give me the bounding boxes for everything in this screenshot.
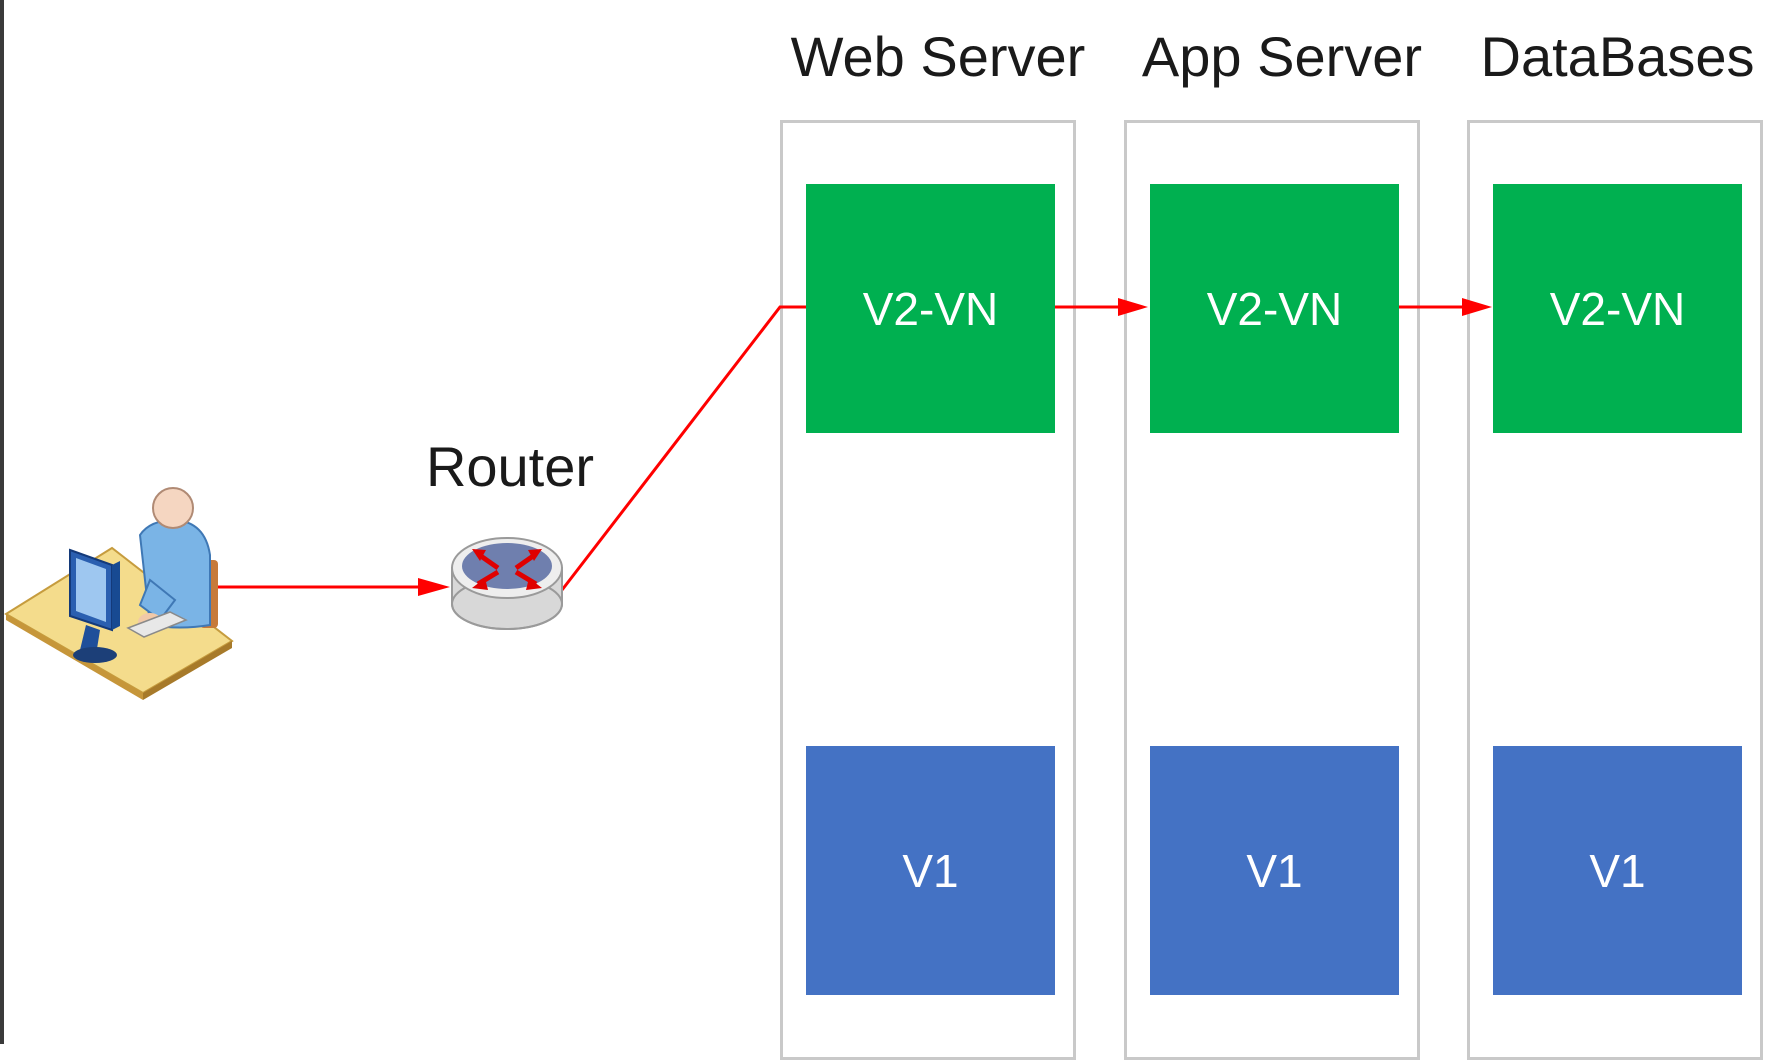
web-server-v2-vn-box: V2-VN <box>806 184 1055 433</box>
tier-title-databases: DataBases <box>1480 25 1755 88</box>
databases-v1-box: V1 <box>1493 746 1742 995</box>
app-server-v1-box: V1 <box>1150 746 1399 995</box>
router-label: Router <box>425 435 595 498</box>
tier-title-web-server: Web Server <box>790 25 1086 88</box>
connector-user-to-router <box>218 578 450 596</box>
web-server-v1-box: V1 <box>806 746 1055 995</box>
connector-router-to-web-server <box>560 305 806 591</box>
window-edge <box>0 0 4 1044</box>
app-server-v2-vn-box: V2-VN <box>1150 184 1399 433</box>
connector-web-to-app <box>1055 298 1148 316</box>
tier-title-app-server: App Server <box>1141 25 1423 88</box>
router-icon <box>451 537 563 630</box>
user-at-computer-icon <box>4 487 234 700</box>
connector-app-to-databases <box>1399 298 1492 316</box>
databases-v2-vn-box: V2-VN <box>1493 184 1742 433</box>
